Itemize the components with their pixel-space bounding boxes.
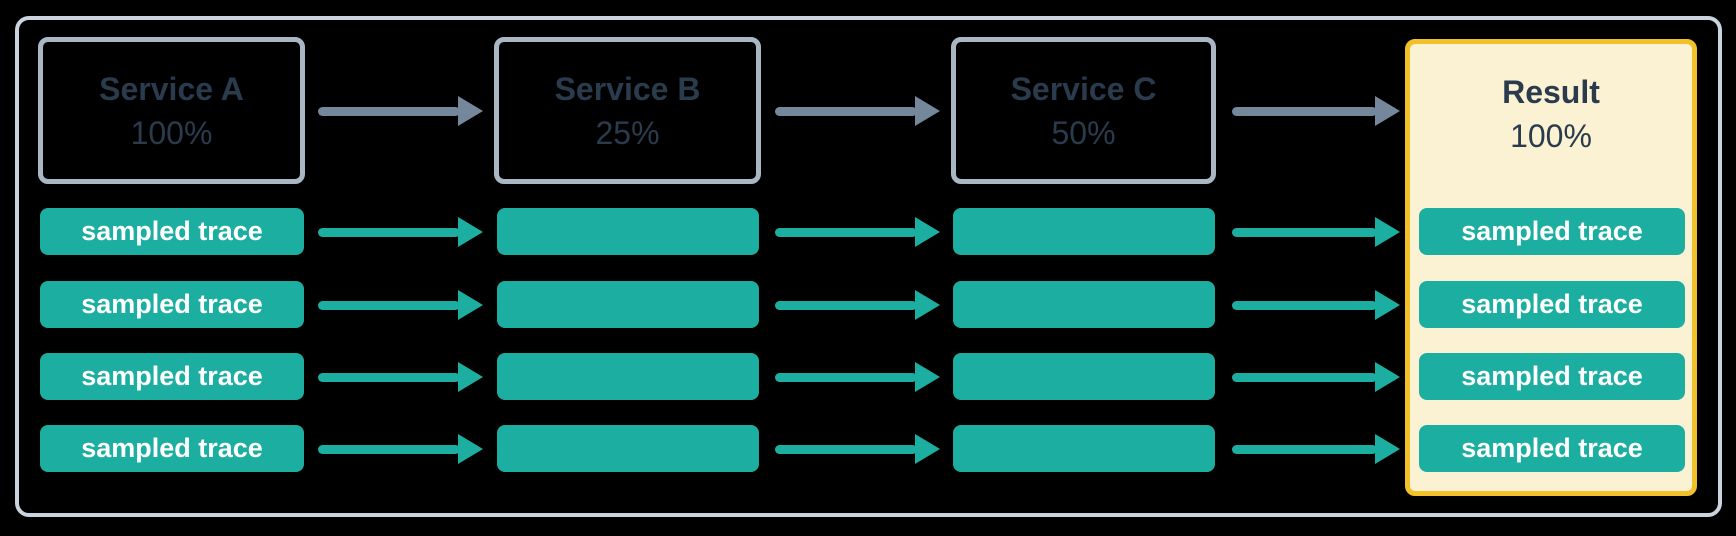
arrow-shaft — [318, 106, 460, 116]
arrow-head-icon — [1375, 290, 1400, 320]
trace-arrow — [318, 434, 483, 464]
arrow-shaft — [318, 444, 460, 454]
result-box: Result 100% — [1405, 39, 1697, 496]
flow-arrow-c-to-result — [1232, 96, 1400, 126]
arrow-shaft — [318, 372, 460, 382]
sampled-trace-bar: sampled trace — [40, 425, 304, 472]
sampled-trace-label: sampled trace — [81, 289, 263, 319]
sampled-trace-label: sampled trace — [81, 361, 263, 391]
arrow-head-icon — [915, 217, 940, 247]
arrow-head-icon — [915, 290, 940, 320]
sampled-trace-bar: sampled trace — [1419, 353, 1685, 400]
result-percent: 100% — [1510, 118, 1592, 154]
service-a-title: Service A — [99, 70, 244, 107]
result-header: Result 100% — [1410, 44, 1692, 184]
result-title: Result — [1502, 74, 1600, 110]
service-a-box: Service A 100% — [38, 37, 305, 184]
trace-arrow — [318, 217, 483, 247]
arrow-head-icon — [458, 434, 483, 464]
sampled-trace-label: sampled trace — [1461, 433, 1643, 463]
arrow-head-icon — [1375, 217, 1400, 247]
service-c-title: Service C — [1010, 70, 1157, 107]
service-b-title: Service B — [554, 70, 701, 107]
trace-bar — [953, 281, 1215, 328]
arrow-shaft — [1232, 444, 1377, 454]
arrow-shaft — [1232, 300, 1377, 310]
service-c-percent: 50% — [1051, 114, 1116, 151]
service-c-box: Service C 50% — [951, 37, 1216, 184]
trace-bar — [497, 425, 759, 472]
service-a-percent: 100% — [130, 114, 213, 151]
trace-arrow — [1232, 290, 1400, 320]
arrow-head-icon — [458, 217, 483, 247]
sampled-trace-label: sampled trace — [81, 433, 263, 463]
arrow-shaft — [318, 227, 460, 237]
trace-bar — [953, 425, 1215, 472]
arrow-head-icon — [458, 362, 483, 392]
arrow-shaft — [775, 300, 917, 310]
sampled-trace-bar: sampled trace — [1419, 208, 1685, 255]
trace-arrow — [318, 362, 483, 392]
trace-arrow — [1232, 217, 1400, 247]
sampled-trace-label: sampled trace — [1461, 289, 1643, 319]
arrow-head-icon — [915, 96, 940, 126]
sampled-trace-bar: sampled trace — [40, 208, 304, 255]
arrow-head-icon — [1375, 96, 1400, 126]
trace-arrow — [775, 362, 940, 392]
trace-arrow — [318, 290, 483, 320]
flow-arrow-b-to-c — [775, 96, 940, 126]
trace-arrow — [775, 217, 940, 247]
arrow-head-icon — [458, 290, 483, 320]
arrow-head-icon — [915, 362, 940, 392]
trace-arrow — [775, 290, 940, 320]
arrow-head-icon — [1375, 434, 1400, 464]
flow-arrow-a-to-b — [318, 96, 483, 126]
arrow-shaft — [1232, 372, 1377, 382]
arrow-head-icon — [915, 434, 940, 464]
sampled-trace-label: sampled trace — [1461, 216, 1643, 246]
service-b-box: Service B 25% — [494, 37, 761, 184]
sampled-trace-label: sampled trace — [1461, 361, 1643, 391]
sampled-trace-label: sampled trace — [81, 216, 263, 246]
trace-bar — [953, 353, 1215, 400]
arrow-shaft — [1232, 227, 1377, 237]
sampled-trace-bar: sampled trace — [1419, 425, 1685, 472]
trace-bar — [497, 208, 759, 255]
trace-bar — [953, 208, 1215, 255]
arrow-shaft — [318, 300, 460, 310]
sampled-trace-bar: sampled trace — [40, 353, 304, 400]
trace-bar — [497, 353, 759, 400]
arrow-head-icon — [458, 96, 483, 126]
arrow-shaft — [775, 227, 917, 237]
trace-arrow — [1232, 434, 1400, 464]
arrow-head-icon — [1375, 362, 1400, 392]
arrow-shaft — [775, 444, 917, 454]
arrow-shaft — [775, 372, 917, 382]
arrow-shaft — [775, 106, 917, 116]
arrow-shaft — [1232, 106, 1377, 116]
outer-frame — [15, 16, 1722, 517]
sampled-trace-bar: sampled trace — [40, 281, 304, 328]
service-b-percent: 25% — [595, 114, 660, 151]
trace-arrow — [1232, 362, 1400, 392]
trace-bar — [497, 281, 759, 328]
trace-arrow — [775, 434, 940, 464]
sampled-trace-bar: sampled trace — [1419, 281, 1685, 328]
